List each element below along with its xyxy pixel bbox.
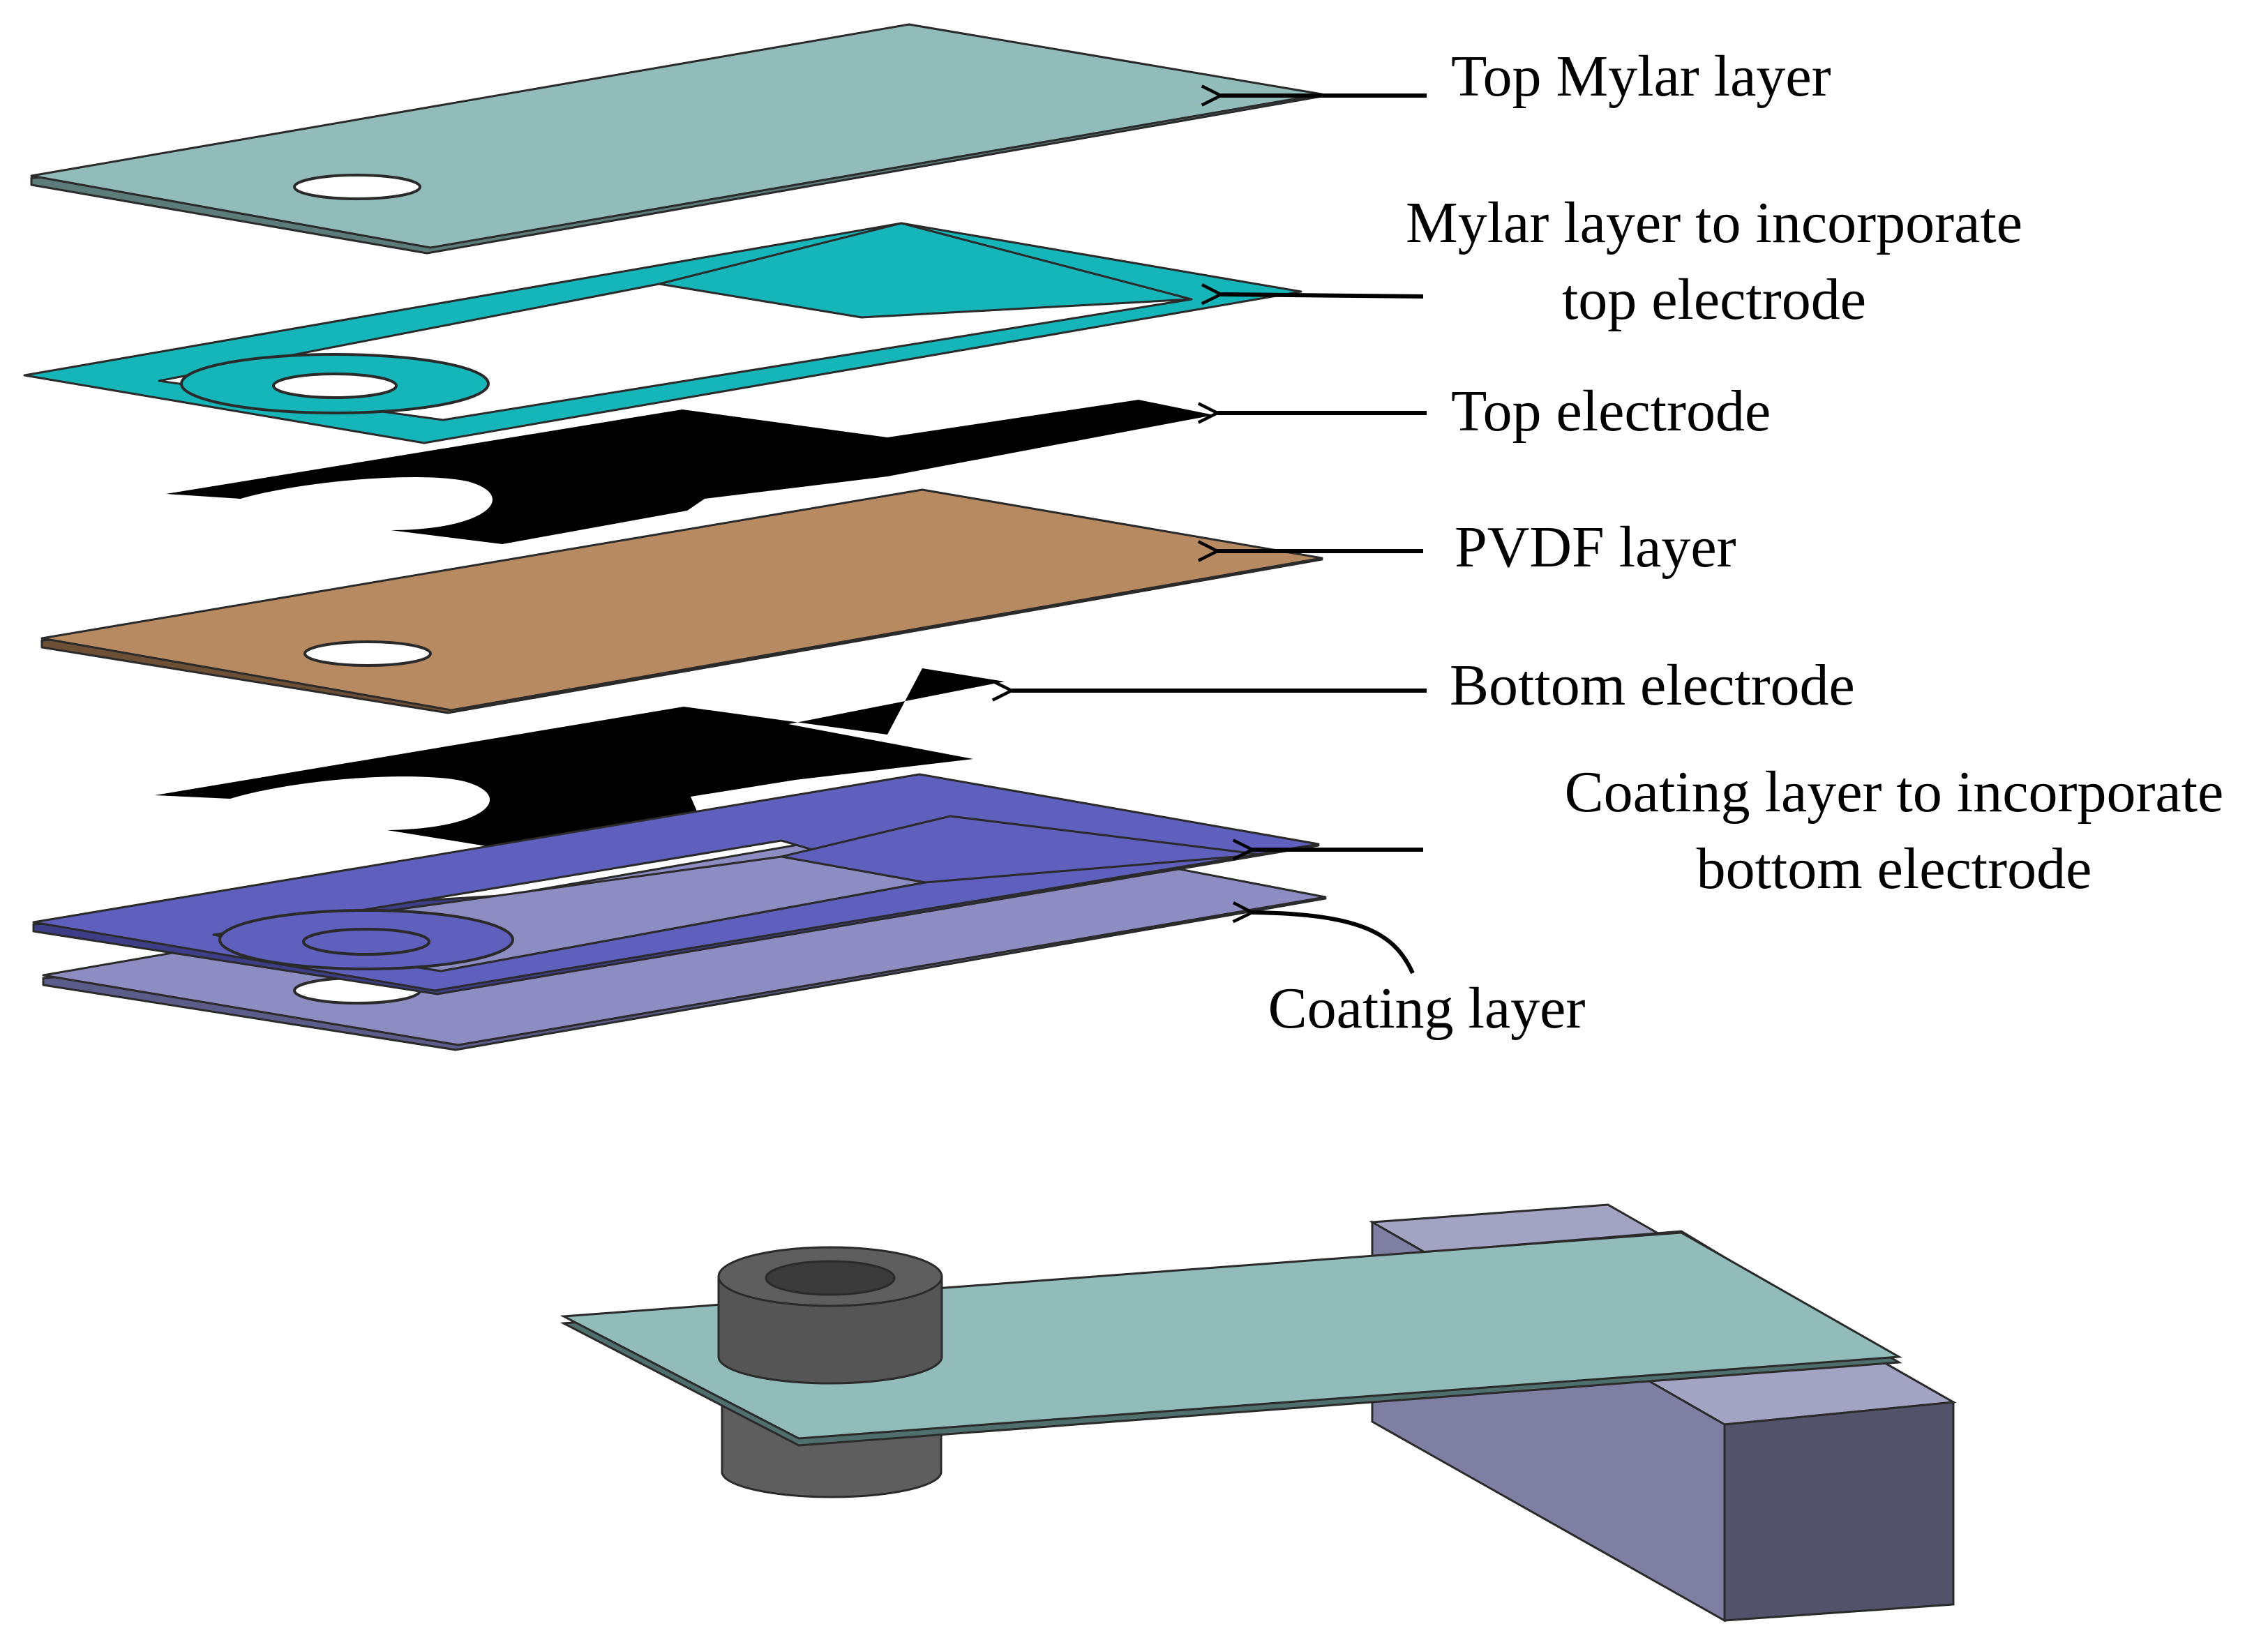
clamp-side-face [1723, 1401, 1955, 1622]
pvdf-hole [303, 640, 432, 667]
top-mylar-layer [30, 23, 1323, 255]
cantilever-strip [560, 1230, 1903, 1447]
label-top-electrode: Top electrode [1451, 379, 1771, 444]
top-electrode-layer [166, 400, 1214, 544]
washer-top [717, 1246, 943, 1385]
leader-coating [1252, 912, 1415, 975]
label-bottom-electrode: Bottom electrode [1450, 653, 1855, 718]
cantilever-top-face [560, 1231, 1903, 1440]
assembled-sensor-view [560, 1203, 1957, 1623]
bottom-electrode-layer [155, 668, 1005, 848]
label-mylar-frame-line2: top electrode [1562, 267, 1866, 332]
label-mylar-frame-line1: Mylar layer to incorporate [1406, 190, 2022, 255]
label-pvdf: PVDF layer [1455, 515, 1736, 580]
leader-lines [1012, 96, 1427, 975]
label-top-mylar: Top Mylar layer [1451, 44, 1831, 109]
coating-electrode-frame-layer [32, 773, 1320, 995]
washer-hole [765, 1260, 896, 1296]
mylar-frame-solid-block [658, 222, 1193, 319]
mylar-frame-hole [272, 373, 398, 399]
labels: Top Mylar layer Mylar layer to incorpora… [1268, 44, 2224, 1041]
mount-hole [293, 174, 421, 200]
bottom-electrode-sheet [155, 668, 1005, 848]
top-electrode-sheet [166, 400, 1214, 544]
mylar-electrode-frame-layer [23, 222, 1302, 444]
coating-frame-ring-inner [302, 928, 430, 956]
label-coating: Coating layer [1268, 976, 1586, 1041]
label-coating-frame-line1: Coating layer to incorporate [1565, 760, 2224, 825]
label-coating-frame-line2: bottom electrode [1697, 836, 2092, 901]
leader-mylar-frame [1221, 294, 1424, 296]
pvdf-layer [40, 488, 1323, 714]
